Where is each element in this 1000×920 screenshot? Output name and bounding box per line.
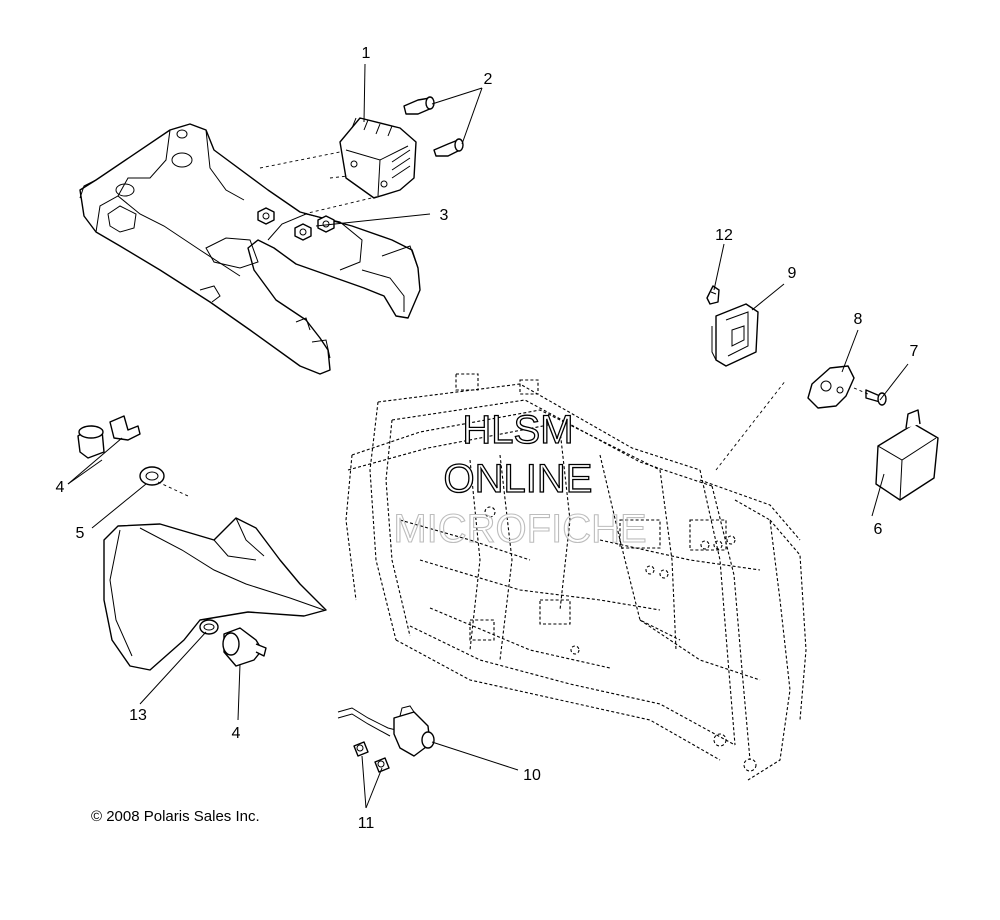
subframe-bracket: [79, 123, 421, 375]
callout-9[interactable]: 9: [788, 265, 797, 282]
watermark-line-2: ONLINE: [444, 457, 593, 501]
control-module: [875, 409, 939, 501]
callout-8[interactable]: 8: [854, 311, 863, 328]
bulb-socket: [77, 415, 141, 459]
callout-2[interactable]: 2: [484, 71, 493, 88]
callout-6[interactable]: 6: [874, 521, 883, 538]
assembly-lines: [157, 151, 869, 497]
watermark-line-3: MICROFICHE: [393, 507, 646, 551]
copyright-text: © 2008 Polaris Sales Inc.: [91, 808, 260, 825]
callout-1[interactable]: 1: [362, 45, 371, 62]
switch-sensor: [337, 705, 435, 757]
callout-10[interactable]: 10: [523, 767, 541, 784]
screw-icon: [353, 741, 369, 757]
callout-4-upper[interactable]: 4: [56, 479, 65, 496]
callout-4-lower[interactable]: 4: [232, 725, 241, 742]
callout-11[interactable]: 11: [358, 815, 375, 832]
watermark-line-1: HLSM: [462, 408, 573, 452]
callout-12[interactable]: 12: [715, 227, 733, 244]
bolt-icon: [403, 96, 435, 115]
grommet-icon: [139, 466, 165, 486]
clip-icon: [706, 285, 720, 305]
callout-7[interactable]: 7: [910, 343, 919, 360]
callout-13[interactable]: 13: [129, 707, 147, 724]
nut-icon: [294, 223, 312, 241]
regulator-module: [339, 117, 417, 199]
nut-icon: [257, 207, 275, 225]
oring-icon: [199, 619, 219, 635]
screw-icon: [865, 389, 887, 406]
callout-3[interactable]: 3: [440, 207, 449, 224]
callout-5[interactable]: 5: [76, 525, 85, 542]
gasket-plate: [807, 365, 855, 409]
mount-bracket: [711, 303, 759, 367]
callout-labels: 1 2 3 4 4 5 6 7 8 9 10 11 12 13: [56, 45, 919, 832]
watermark: HLSM ONLINE MICROFICHE: [393, 407, 647, 551]
vehicle-frame: [345, 373, 807, 781]
bolt-icon: [433, 138, 464, 157]
screw-icon: [374, 757, 390, 773]
headlight-housing: [103, 517, 327, 671]
nut-icon: [317, 215, 335, 233]
bulb-icon: [222, 627, 267, 667]
leader-lines: [67, 63, 909, 809]
